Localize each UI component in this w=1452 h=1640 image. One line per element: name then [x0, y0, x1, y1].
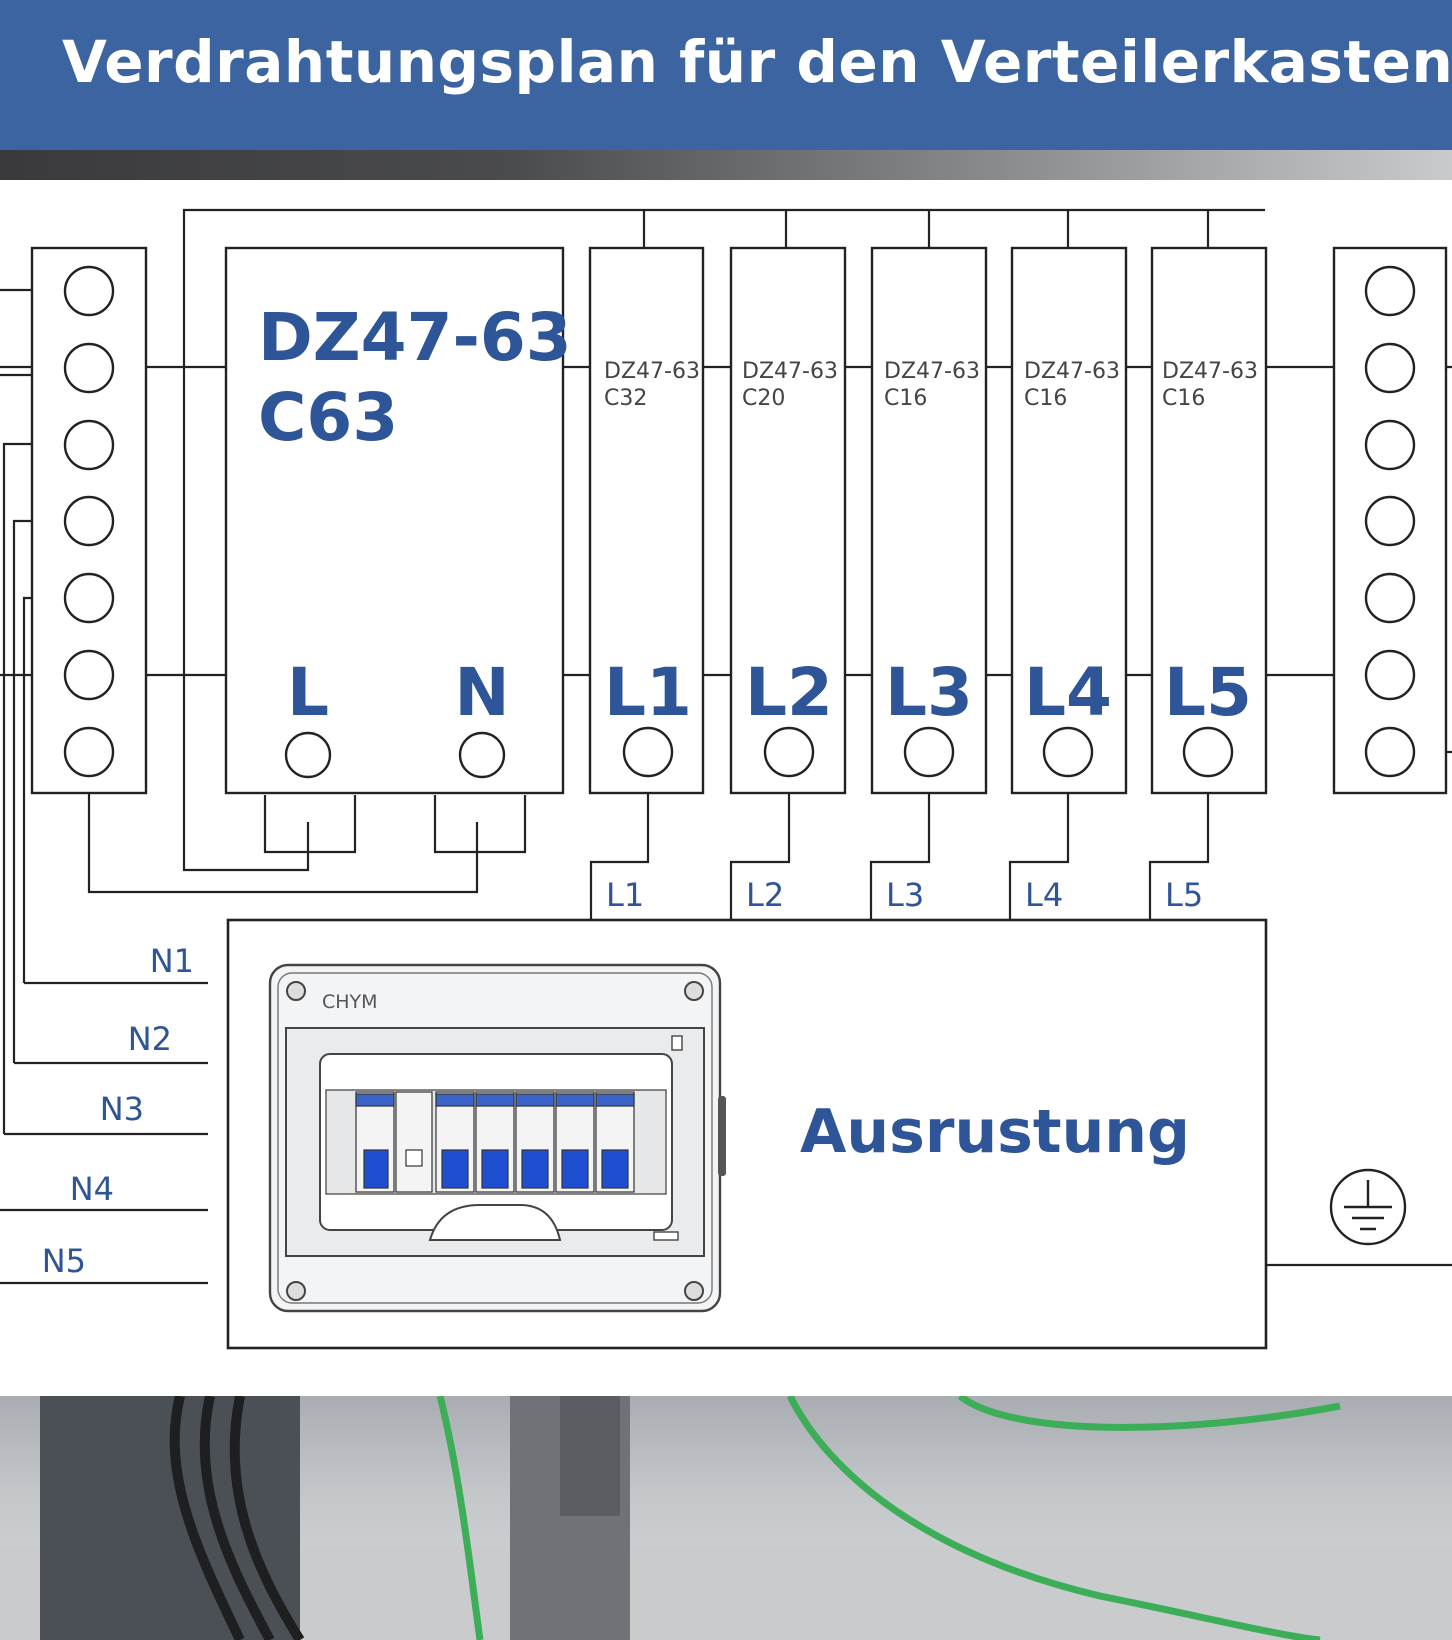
branch-breaker-5: DZ47-63 C16 L5: [1150, 246, 1268, 795]
neutral-output-label: N1: [150, 942, 194, 980]
line-output-label: L4: [1025, 876, 1063, 914]
green-cables: [436, 1396, 1341, 1640]
branch-breaker-label: L1: [604, 654, 692, 731]
branch-breaker-label: L2: [745, 654, 833, 731]
header-banner: Verdrahtungsplan für den Verteilerkasten: [0, 0, 1452, 150]
enclosure-brand-label: CHYM: [322, 991, 378, 1013]
branch-breaker-model: DZ47-63: [884, 359, 980, 384]
main-n-feed-wire: [87, 752, 479, 894]
branch-breaker-3: DZ47-63 C16 L3: [870, 246, 988, 795]
branch-breaker-1: DZ47-63 C32 L1: [588, 246, 705, 795]
busbar-drops: [642, 210, 1210, 248]
line-output-label: L3: [886, 876, 924, 914]
branch-breaker-rating: C16: [1162, 386, 1205, 411]
left-terminal-block: [30, 246, 148, 795]
branch-breaker-4: DZ47-63 C16 L4: [1010, 246, 1128, 795]
equipment-label: Ausrustung: [800, 1097, 1190, 1167]
wiring-diagram: DZ47-63 C63 L N DZ47-63 C32 L1 DZ47-63 C…: [0, 180, 1452, 1396]
branch-breaker-rating: C20: [742, 386, 785, 411]
line-output-label: L1: [606, 876, 644, 914]
background-photo: [0, 1396, 1452, 1640]
neutral-output-label: N4: [70, 1170, 114, 1208]
neutral-output-label: N2: [128, 1020, 172, 1058]
branch-breaker-model: DZ47-63: [742, 359, 838, 384]
line-output-label: L2: [746, 876, 784, 914]
neutral-output-label: N5: [42, 1242, 86, 1280]
live-busbar-wire: [182, 208, 1265, 390]
right-terminal-block: [1332, 246, 1448, 795]
ground-wires: [1265, 750, 1452, 1267]
branch-breaker-model: DZ47-63: [1024, 359, 1120, 384]
branch-breaker-label: L5: [1164, 654, 1252, 731]
main-breaker: DZ47-63 C63 L N: [224, 246, 572, 795]
page-title: Verdrahtungsplan für den Verteilerkasten: [62, 28, 1452, 96]
background-photo-strip: [0, 150, 1452, 180]
branch-output-wires: [589, 752, 1210, 920]
main-breaker-model: DZ47-63: [258, 299, 572, 376]
branch-breaker-rating: C16: [884, 386, 927, 411]
main-l-feed-wire: [182, 390, 310, 872]
black-cables: [169, 1396, 305, 1640]
distribution-box-illustration: CHYM: [268, 963, 726, 1313]
branch-breaker-model: DZ47-63: [604, 359, 700, 384]
branch-breaker-rating: C32: [604, 386, 647, 411]
main-breaker-terminal-n: N: [454, 654, 509, 731]
main-breaker-clamps: [263, 795, 527, 854]
branch-breaker-label: L3: [885, 654, 973, 731]
line-output-label: L5: [1165, 876, 1203, 914]
branch-breaker-model: DZ47-63: [1162, 359, 1258, 384]
neutral-output-label: N3: [100, 1090, 144, 1128]
branch-breaker-rating: C16: [1024, 386, 1067, 411]
branch-breaker-2: DZ47-63 C20 L2: [729, 246, 847, 795]
neutral-output-lines: [0, 981, 208, 1285]
main-breaker-rating: C63: [258, 379, 398, 456]
branch-breaker-label: L4: [1024, 654, 1112, 731]
main-breaker-terminal-l: L: [287, 654, 329, 731]
ground-icon: [1329, 1168, 1407, 1246]
